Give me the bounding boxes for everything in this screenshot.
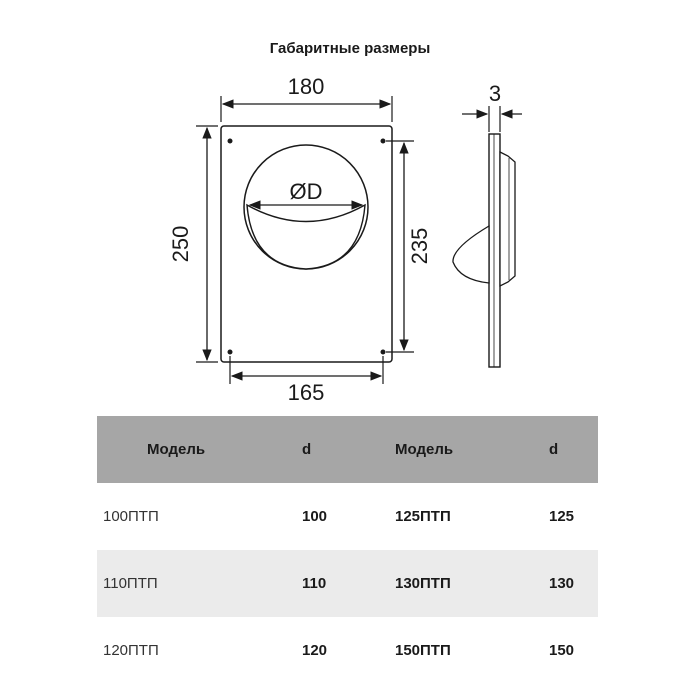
- page-title: Габаритные размеры: [269, 40, 431, 57]
- d-cell: 120: [302, 642, 328, 659]
- side-flap: [452, 224, 490, 284]
- d-cell: 100: [302, 508, 328, 525]
- width-outer-label: 180: [288, 74, 325, 99]
- diameter-label: ØD: [290, 179, 323, 204]
- side-plate: [488, 133, 501, 368]
- side-pipe: [499, 150, 516, 288]
- height-holes-label: 235: [407, 228, 432, 265]
- table-row: 110ПТП 110 130ПТП 130: [97, 550, 598, 617]
- header-model-1: Модель: [147, 441, 206, 458]
- header-d-1: d: [302, 441, 312, 458]
- d-cell: 110: [302, 575, 327, 592]
- model-cell: 130ПТП: [395, 575, 451, 592]
- mounting-hole: [227, 138, 233, 144]
- model-cell: 125ПТП: [395, 508, 451, 525]
- mounting-hole: [380, 138, 386, 144]
- model-cell: 120ПТП: [103, 642, 159, 659]
- mounting-hole: [380, 349, 386, 355]
- model-cell: 150ПТП: [395, 642, 451, 659]
- d-cell: 150: [549, 642, 575, 659]
- table-header: Модель d Модель d: [97, 416, 598, 483]
- technical-drawing: ØD 180 250 235 165 3: [168, 74, 522, 405]
- models-table: Модель d Модель d 100ПТП 100 125ПТП 125 …: [97, 416, 598, 684]
- thickness-label: 3: [489, 81, 501, 106]
- model-cell: 110ПТП: [103, 575, 158, 592]
- table-row: 120ПТП 120 150ПТП 150: [97, 617, 598, 684]
- height-outer-label: 250: [168, 226, 193, 263]
- width-holes-label: 165: [288, 380, 325, 405]
- d-cell: 125: [549, 508, 575, 525]
- mounting-hole: [227, 349, 233, 355]
- header-model-2: Модель: [395, 441, 454, 458]
- d-cell: 130: [549, 575, 575, 592]
- model-cell: 100ПТП: [103, 508, 159, 525]
- table-row: 100ПТП 100 125ПТП 125: [97, 483, 598, 550]
- pipe-flap: [246, 203, 366, 270]
- header-d-2: d: [549, 441, 559, 458]
